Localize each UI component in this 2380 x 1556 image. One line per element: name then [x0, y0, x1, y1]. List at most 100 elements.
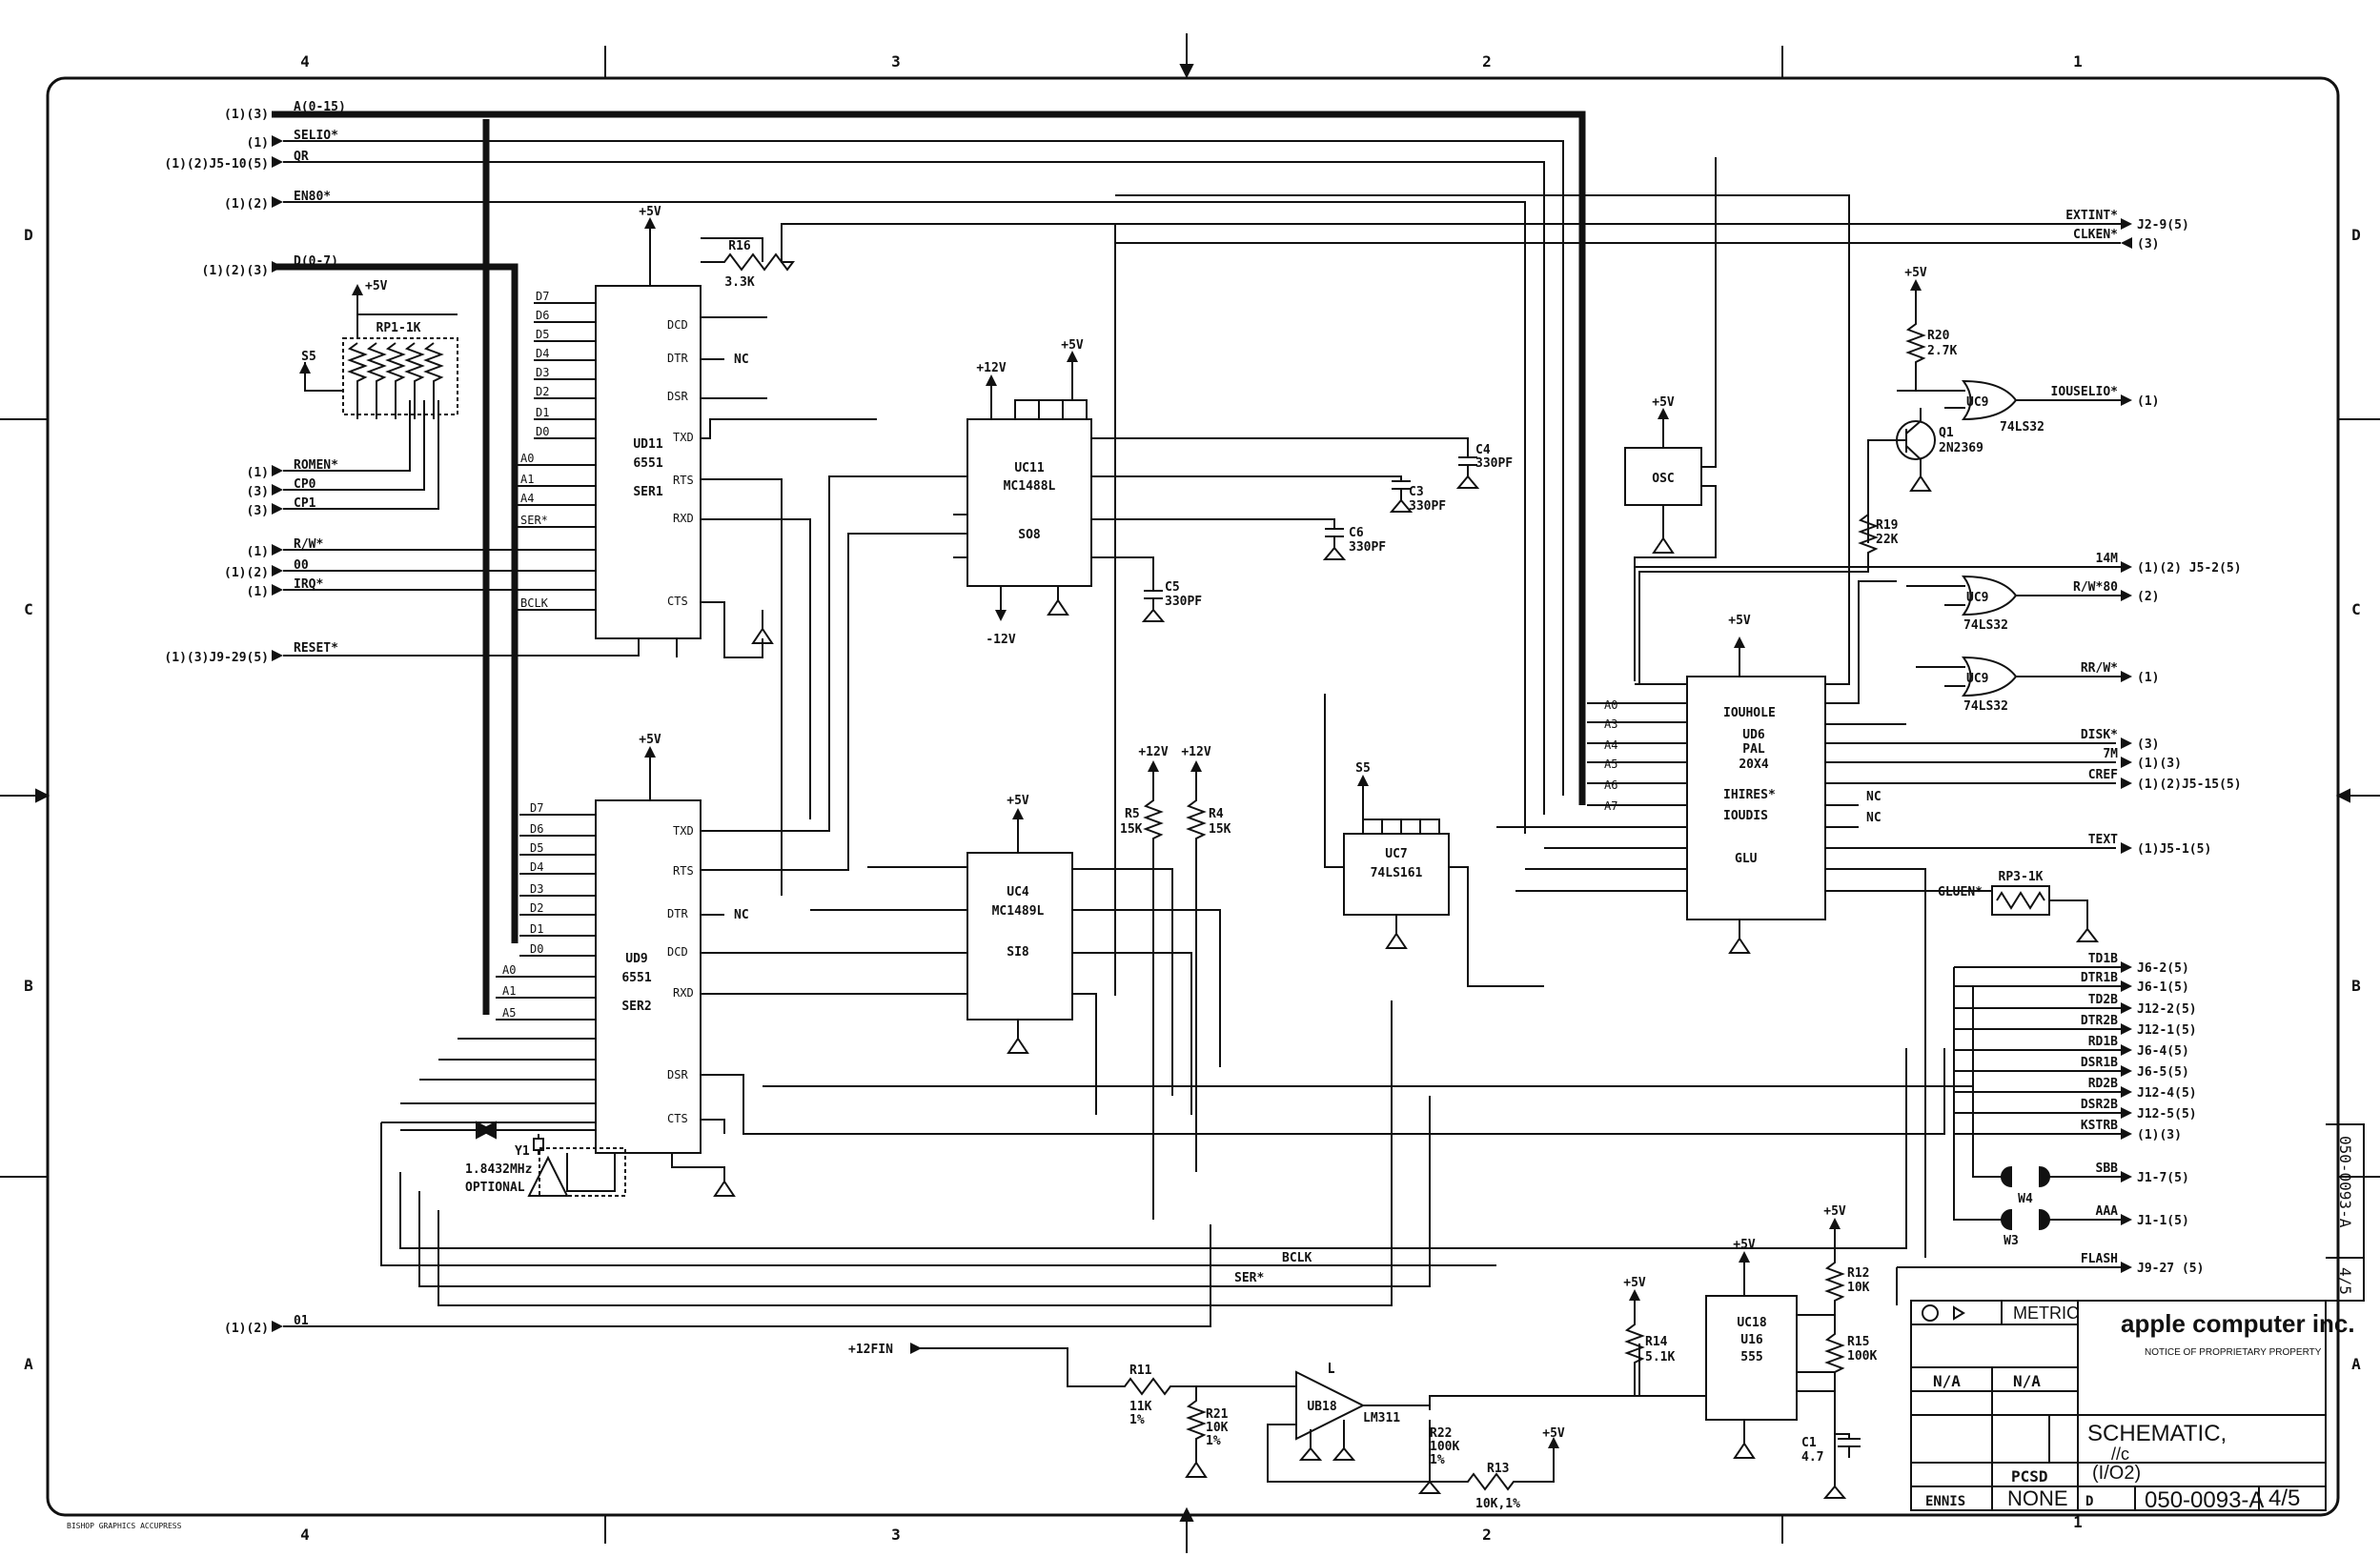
svg-text:74LS32: 74LS32 [2000, 420, 2044, 434]
gate-uc9-top [1897, 379, 2132, 421]
svg-text:2.7K: 2.7K [1927, 344, 1957, 358]
svg-text:1%: 1% [1430, 1453, 1445, 1467]
svg-text:UC4: UC4 [1007, 885, 1029, 899]
svg-text:A5: A5 [502, 1006, 516, 1020]
svg-text:(1)(2)J5-15(5): (1)(2)J5-15(5) [2137, 778, 2242, 792]
svg-text:TD2B: TD2B [2088, 993, 2118, 1007]
svg-text:DTR2B: DTR2B [2081, 1014, 2118, 1028]
svg-text:CLKEN*: CLKEN* [2073, 228, 2118, 242]
gate-uc9-mid [1906, 575, 2132, 616]
ground-symbols [713, 475, 2100, 1499]
svg-text:UC9: UC9 [1966, 591, 1988, 605]
right-signal-labels: EXTINT* J2-9(5) CLKEN* (3) IOUSELIO* (1)… [1938, 209, 2242, 1276]
svg-text:RR/W*: RR/W* [2081, 661, 2118, 676]
r20-q1-r19 [1638, 279, 1936, 684]
zone-bottom-3: 3 [891, 1526, 901, 1544]
svg-text:RD2B: RD2B [2088, 1077, 2118, 1091]
zone-top-3: 3 [891, 52, 901, 71]
svg-text:+5V: +5V [1623, 1276, 1646, 1290]
svg-text:J12-1(5): J12-1(5) [2137, 1023, 2197, 1038]
svg-text:+5V: +5V [1542, 1426, 1565, 1441]
svg-text:RTS: RTS [673, 474, 694, 487]
svg-text:01: 01 [294, 1314, 309, 1328]
svg-text:CTS: CTS [667, 595, 688, 608]
svg-text:NC: NC [1866, 811, 1882, 825]
r16-labels: R16 3.3K [724, 239, 754, 290]
side-tab-text: 050-0093-A 4/5 [2336, 1136, 2354, 1295]
svg-text:IOUDIS: IOUDIS [1723, 809, 1768, 823]
svg-text:SER*: SER* [520, 514, 548, 527]
svg-text:-12V: -12V [986, 633, 1015, 647]
svg-text:+5V: +5V [1652, 395, 1675, 410]
r12-r15-c1-labels: +5V R12 10K R15 100K C1 4.7 [1801, 1204, 1877, 1465]
svg-text:+5V: +5V [1823, 1204, 1846, 1219]
svg-text:A3: A3 [1604, 717, 1617, 731]
svg-text:00: 00 [294, 558, 309, 573]
svg-text:A5: A5 [1604, 758, 1617, 771]
svg-text:ROMEN*: ROMEN* [294, 458, 338, 473]
zone-left-b: B [24, 977, 33, 995]
svg-text:D(0-7): D(0-7) [294, 254, 338, 269]
svg-text:D: D [2085, 1494, 2093, 1509]
svg-text:UD11: UD11 [633, 437, 662, 452]
svg-text:DSR2B: DSR2B [2081, 1098, 2118, 1112]
svg-text:DCD: DCD [667, 318, 688, 332]
svg-text:(1)(3): (1)(3) [2137, 757, 2182, 771]
svg-text:15K: 15K [1209, 822, 1231, 837]
svg-text:+12FIN: +12FIN [848, 1343, 893, 1357]
zone-bottom-1: 1 [2073, 1513, 2083, 1531]
svg-text:D6: D6 [530, 822, 543, 836]
svg-text:(3): (3) [247, 504, 269, 518]
svg-text:(1)(2): (1)(2) [224, 566, 269, 580]
svg-text:74LS32: 74LS32 [1963, 618, 2008, 633]
svg-text:R19: R19 [1876, 518, 1898, 533]
svg-text:SER1: SER1 [633, 485, 662, 499]
svg-text:RP3-1K: RP3-1K [1999, 870, 2044, 884]
svg-text:D2: D2 [530, 901, 543, 915]
svg-text:A6: A6 [1604, 778, 1617, 792]
svg-text:R20: R20 [1927, 329, 1950, 343]
capacitors-330pf [1144, 456, 1477, 610]
fin-arrow [910, 1343, 922, 1354]
oscillator [1624, 157, 1717, 681]
svg-text:S5: S5 [301, 350, 316, 364]
drawing-number: 050-0093-A [2145, 1487, 2264, 1513]
svg-text:+5V: +5V [1061, 338, 1084, 353]
svg-text:+5V: +5V [365, 279, 388, 293]
svg-text:PAL: PAL [1742, 742, 1765, 757]
svg-text:DCD: DCD [667, 945, 688, 959]
svg-text:NC: NC [734, 908, 749, 922]
svg-text:(3): (3) [2137, 237, 2159, 252]
gate-labels: UC9 74LS32 UC9 74LS32 UC9 74LS32 [1963, 395, 2044, 714]
svg-text:EN80*: EN80* [294, 190, 331, 204]
zone-left-c: C [24, 600, 33, 618]
chip-uc11 [953, 351, 1469, 621]
svg-text:NONE: NONE [2007, 1486, 2068, 1510]
svg-text:20X4: 20X4 [1739, 758, 1768, 772]
svg-text:NC: NC [1866, 790, 1882, 804]
svg-text:ENNIS: ENNIS [1925, 1494, 1965, 1509]
svg-text:6551: 6551 [621, 971, 651, 985]
svg-text:2N2369: 2N2369 [1939, 441, 1983, 455]
drawing-title: SCHEMATIC, [2087, 1421, 2227, 1446]
rp1-resistor-pack [299, 284, 458, 419]
svg-text:SELIO*: SELIO* [294, 129, 338, 143]
svg-text:A0: A0 [520, 452, 534, 465]
svg-text:UC18: UC18 [1737, 1316, 1766, 1330]
left-signal-arrows [272, 135, 283, 1332]
svg-text:(1)(2) J5-2(5): (1)(2) J5-2(5) [2137, 561, 2242, 576]
svg-text:QR: QR [294, 150, 309, 164]
svg-text:10K,1%: 10K,1% [1475, 1497, 1520, 1511]
svg-text:(1)(3): (1)(3) [224, 108, 269, 122]
svg-text:TXD: TXD [673, 431, 694, 444]
svg-text:DSR: DSR [667, 390, 688, 403]
svg-text:D1: D1 [530, 922, 543, 936]
svg-text:R12: R12 [1847, 1266, 1869, 1281]
svg-text:D4: D4 [536, 347, 549, 360]
svg-text:D0: D0 [530, 942, 543, 956]
chip-ud11 [515, 217, 877, 896]
svg-text:C5: C5 [1165, 580, 1180, 595]
svg-text:+5V: +5V [1007, 794, 1029, 808]
svg-text:TEXT: TEXT [2088, 833, 2118, 847]
